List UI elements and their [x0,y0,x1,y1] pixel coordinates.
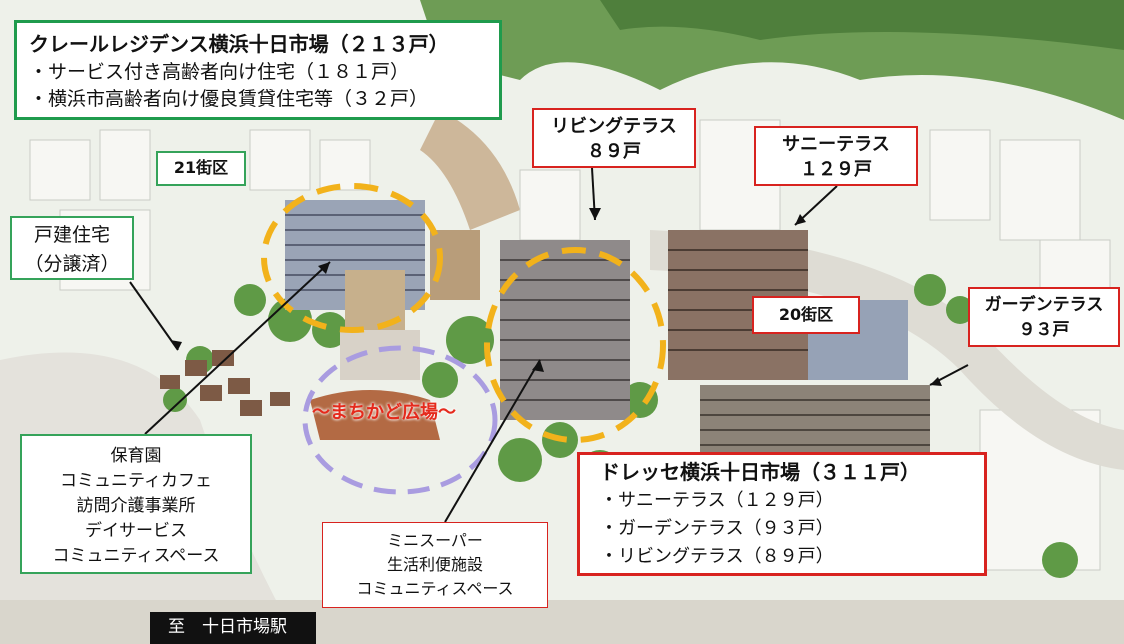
highlight-ring-21 [261,183,443,333]
sunny-name: サニーテラス [782,134,890,155]
highlight-ring-living [484,247,666,443]
facility-item: 保育園 [110,446,162,466]
building-garden-terrace [700,385,930,455]
detached-houses [160,350,290,416]
dresse-label: ドレッセ横浜十日市場（３１１戸） ・サニーテラス（１２９戸） ・ガーデンテラス（… [577,452,987,576]
living-units: ８９戸 [587,141,641,162]
plaza-label: ～まちかど広場～ [312,402,456,423]
kodate-line: （分譲済） [24,253,120,275]
facility-item: コミュニティスペース [356,579,514,598]
detached-housing-label: 戸建住宅 （分譲済） [10,216,134,280]
forest-hill-dark [600,0,1124,50]
sunny-units: １２９戸 [800,159,872,180]
block-20-label: 20街区 [752,296,860,334]
facility-item: 訪問介護事業所 [76,496,196,516]
creal-item: ・サービス付き高齢者向け住宅（１８１戸） [29,61,410,83]
dresse-item: ・サニーテラス（１２９戸） [600,490,834,511]
kodate-line: 戸建住宅 [33,224,110,246]
dresse-item: ・リビングテラス（８９戸） [600,546,834,567]
cliff [420,110,520,230]
block-21-label: 21街区 [156,151,246,186]
facility-item: コミュニティスペース [52,546,220,566]
living-name: リビングテラス [551,116,677,137]
arrow-heads [170,208,942,386]
facility-item: デイサービス [85,521,187,541]
plaza-ring [302,345,498,495]
garden-units: ９３戸 [1018,320,1070,340]
leader-lines [129,167,969,523]
facility-item: ミニスーパー [387,531,483,550]
road-right [650,230,1124,470]
garden-name: ガーデンテラス [984,295,1104,315]
dresse-title: ドレッセ横浜十日市場（３１１戸） [600,460,920,484]
creal-residence-label: クレールレジデンス横浜十日市場（２１３戸） ・サービス付き高齢者向け住宅（１８１… [14,20,502,120]
living-terrace-label: リビングテラス ８９戸 [532,108,696,168]
creal-item: ・横浜市高齢者向け優良賃貸住宅等（３２戸） [29,88,429,110]
facilities-label-20: ミニスーパー 生活利便施設 コミュニティスペース [322,522,548,608]
station-direction-label: 至 十日市場駅 [150,612,316,644]
facilities-label-21: 保育園 コミュニティカフェ 訪問介護事業所 デイサービス コミュニティスペース [20,434,252,574]
plaza-ground [310,390,440,440]
creal-title: クレールレジデンス横浜十日市場（２１３戸） [29,32,449,56]
facility-item: 生活利便施設 [386,555,483,574]
building-creal [285,200,480,380]
dresse-item: ・ガーデンテラス（９３戸） [600,518,834,539]
sunny-terrace-label: サニーテラス １２９戸 [754,126,918,186]
garden-terrace-label: ガーデンテラス ９３戸 [968,287,1120,347]
facility-item: コミュニティカフェ [60,471,212,491]
